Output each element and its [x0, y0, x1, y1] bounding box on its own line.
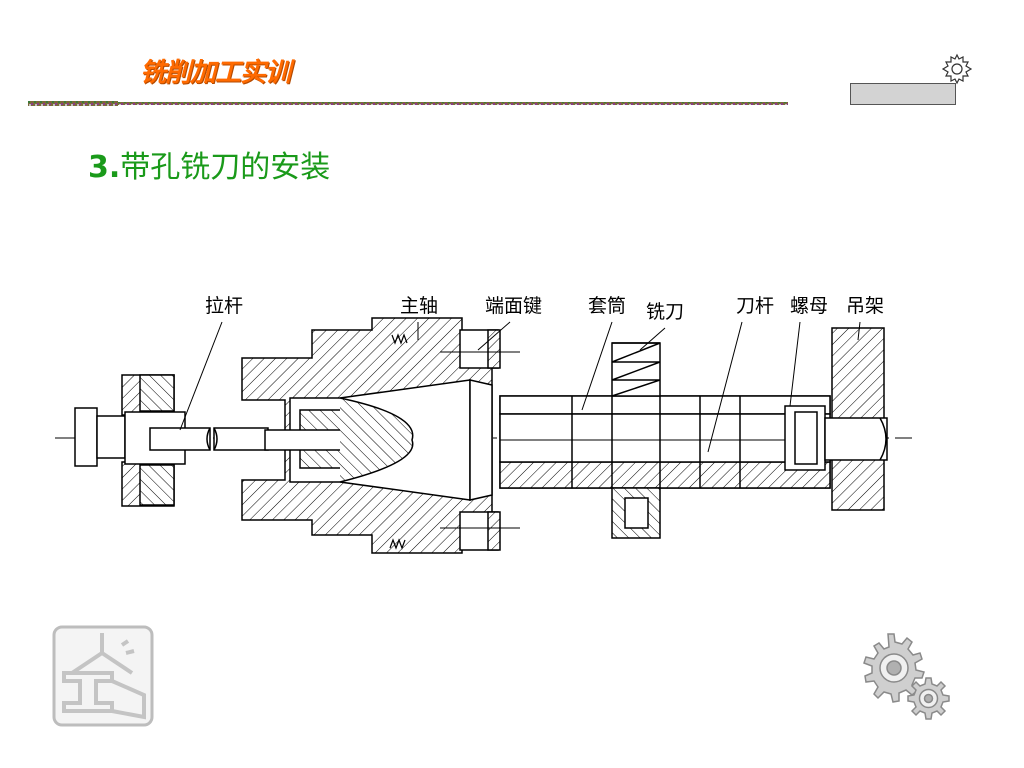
header-rule: [28, 101, 788, 106]
header-box: [850, 83, 956, 105]
slide-title: 3.带孔铣刀的安装: [88, 142, 330, 186]
arbor-mounting-diagram: 拉杆 主轴 端面键 套筒 铣刀 刀杆 螺母 吊架: [55, 295, 912, 554]
header-title: 铣削加工实训: [140, 58, 291, 88]
steel-beam-crane-icon: [52, 625, 154, 727]
label-nut: 螺母: [790, 295, 828, 317]
label-spindle: 主轴: [400, 295, 438, 317]
slide-title-text: 带孔铣刀的安装: [120, 150, 331, 185]
slide-number: 3.: [88, 150, 121, 185]
gear-icon: [941, 53, 973, 85]
label-cutter: 铣刀: [646, 301, 684, 323]
label-pull-rod: 拉杆: [205, 295, 243, 317]
label-arbor: 刀杆: [736, 295, 774, 317]
label-sleeve: 套筒: [588, 295, 626, 317]
label-hanger: 吊架: [846, 295, 884, 317]
label-end-key: 端面键: [485, 295, 542, 317]
gears-icon: [863, 633, 950, 720]
